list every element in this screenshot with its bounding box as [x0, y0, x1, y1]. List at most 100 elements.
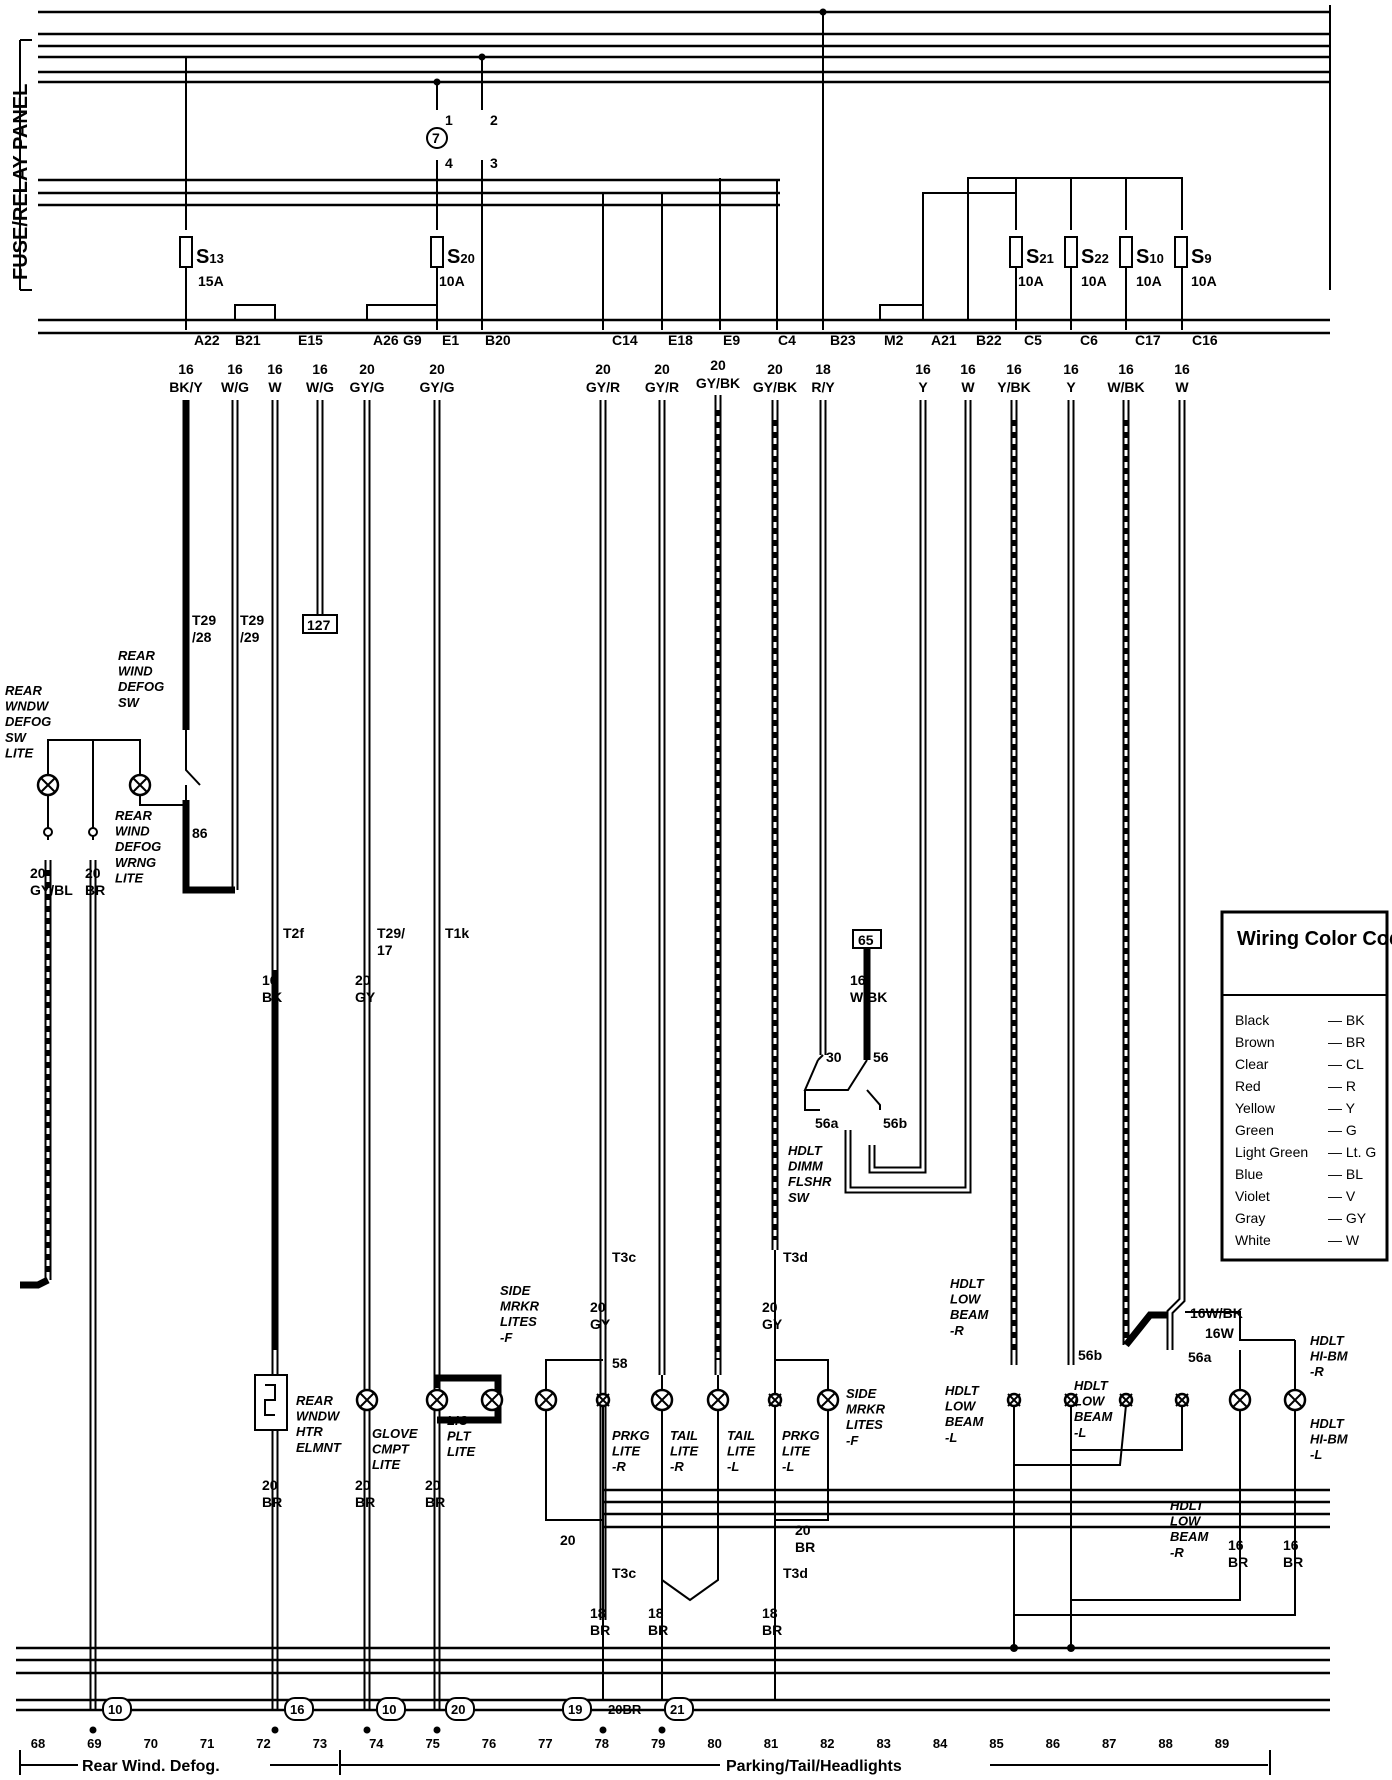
grid-number: 78: [595, 1736, 609, 1751]
legend-name-black: Black: [1235, 1012, 1270, 1028]
connector-c4: C4: [778, 332, 796, 348]
wire-gauge: 20: [654, 361, 670, 377]
terminal-t1k: T1k: [445, 925, 469, 941]
grid-number: 76: [482, 1736, 496, 1751]
grid-number: 69: [87, 1736, 101, 1751]
svg-text:16W/G: 16W/G: [221, 361, 249, 395]
wire-gauge: 16: [1118, 361, 1134, 377]
bottom-ref-19: 19: [562, 1697, 592, 1721]
fuse-s13-rating: 15A: [198, 273, 224, 289]
connector-a21: A21: [931, 332, 957, 348]
grid-number: 77: [538, 1736, 552, 1751]
legend-code-yellow: Y: [1346, 1100, 1356, 1116]
section-rear-wind-defog: Rear Wind. Defog.: [82, 1758, 220, 1775]
grid-number: 68: [31, 1736, 45, 1751]
fuse-s10-sub: 10: [1149, 251, 1163, 266]
wiring-color-legend: Wiring Color Code Black Brown Clear Red …: [1220, 910, 1392, 1262]
svg-text:S20: S20: [447, 246, 475, 268]
legend-code-brown: BR: [1346, 1034, 1365, 1050]
grid-number: 83: [876, 1736, 890, 1751]
fuse-s20-sub: 20: [460, 251, 474, 266]
fuse-s9-main: S: [1191, 246, 1204, 268]
bottom-references: 10 16 10 20 19 21 20BR: [89, 1697, 694, 1734]
connector-c16: C16: [1192, 332, 1218, 348]
legend-items: Black Brown Clear Red Yellow Green Light…: [1235, 1012, 1376, 1248]
grid-number: 88: [1158, 1736, 1172, 1751]
legend-name-clear: Clear: [1235, 1056, 1269, 1072]
wire-color: Y: [1066, 379, 1076, 395]
grid-number: 71: [200, 1736, 214, 1751]
terminal-t3c-a: T3c: [612, 1249, 636, 1265]
wire-gauge: 20: [595, 361, 611, 377]
wire-color: BK/Y: [169, 379, 203, 395]
bottom-ref-10a: 10: [102, 1697, 132, 1721]
legend-code-light-green: Lt. G: [1346, 1144, 1376, 1160]
svg-text:— G: — G: [1328, 1122, 1357, 1138]
grid-number: 81: [764, 1736, 778, 1751]
svg-text:S21: S21: [1026, 246, 1054, 268]
panel-title: FUSE/RELAY PANEL: [10, 84, 32, 280]
fuse-s9-rating: 10A: [1191, 273, 1217, 289]
grid-number: 86: [1046, 1736, 1060, 1751]
svg-text:— GY: — GY: [1328, 1210, 1367, 1226]
section-parking-tail-headlights: Parking/Tail/Headlights: [726, 1758, 902, 1775]
connector-e18: E18: [668, 332, 693, 348]
relay-pin-2: 2: [490, 112, 498, 128]
svg-text:16W: 16W: [267, 361, 283, 395]
terminal-t3d-a: T3d: [783, 1249, 808, 1265]
svg-text:— BK: — BK: [1328, 1012, 1365, 1028]
terminal-t29-29: T29/29: [240, 612, 264, 645]
ground-busbars: [16, 1488, 1330, 1712]
wire-gauge: 18: [815, 361, 831, 377]
fuse-s21-sub: 21: [1039, 251, 1053, 266]
grid-number: 79: [651, 1736, 665, 1751]
bottom-ref-10b: 10: [376, 1697, 406, 1721]
terminal-t3d-b: T3d: [783, 1565, 808, 1581]
connector-b21: B21: [235, 332, 261, 348]
svg-text:— R: — R: [1328, 1078, 1356, 1094]
wire-color: GY/R: [645, 379, 679, 395]
legend-code-blue: BL: [1346, 1166, 1363, 1182]
connector-c5: C5: [1024, 332, 1042, 348]
legend-code-white: W: [1346, 1232, 1360, 1248]
legend-name-blue: Blue: [1235, 1166, 1263, 1182]
grid-number: 70: [144, 1736, 158, 1751]
wire-gauge: 16: [227, 361, 243, 377]
svg-text:16W: 16W: [1174, 361, 1190, 395]
svg-text:18R/Y: 18R/Y: [811, 361, 835, 395]
fuse-s13-sub: 13: [209, 251, 223, 266]
relay-7: 7 1 2 4 3: [426, 8, 827, 330]
legend-name-yellow: Yellow: [1235, 1100, 1276, 1116]
legend-code-violet: V: [1346, 1188, 1356, 1204]
svg-text:S22: S22: [1081, 246, 1109, 268]
bottom-label-20br: 20BR: [608, 1702, 642, 1717]
section-labels: Rear Wind. Defog. Parking/Tail/Headlight…: [19, 1750, 1271, 1775]
legend-code-black: BK: [1346, 1012, 1365, 1028]
wire-gauge: 16: [1006, 361, 1022, 377]
